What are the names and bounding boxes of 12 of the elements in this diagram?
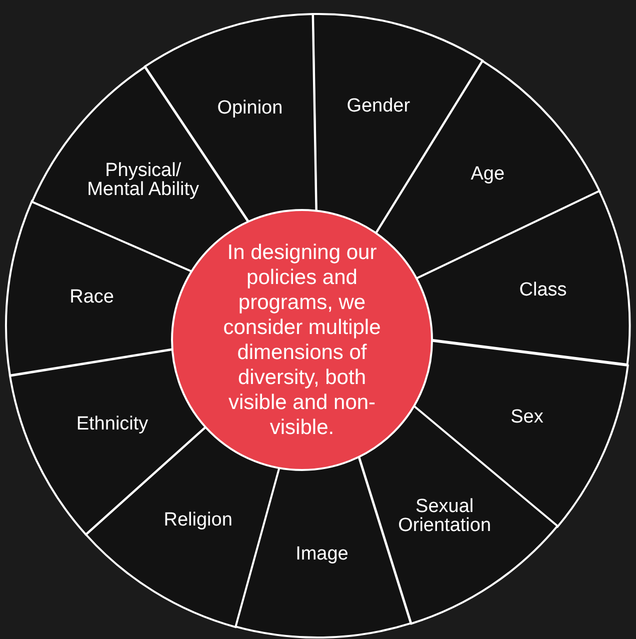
segment-label: Race xyxy=(68,288,115,307)
segment-label: Age xyxy=(470,164,506,184)
segment-label: Ethnicity xyxy=(75,414,150,434)
segment-label: Class xyxy=(518,280,568,300)
center-text: In designing our policies and programs, we consider multiple dimensions of diversity, both visible and non-visible. xyxy=(222,240,382,440)
segment-label: Sex xyxy=(510,408,544,427)
segment-label: Religion xyxy=(162,510,234,530)
segment-label: Image xyxy=(294,544,350,564)
segment-label: Gender xyxy=(346,96,412,116)
segment-label: Sexual Orientation xyxy=(397,496,492,535)
segment-label: Physical/ Mental Ability xyxy=(86,160,200,199)
segment-label: Opinion xyxy=(216,98,284,118)
